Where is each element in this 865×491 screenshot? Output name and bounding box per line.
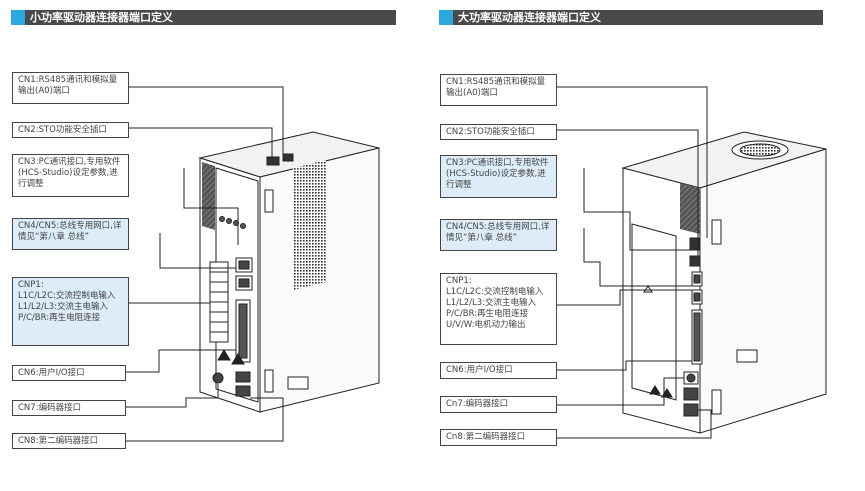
- left-leader-lines: [126, 86, 284, 442]
- right-label-cn6-text: CN6:用户I/O接口: [446, 365, 513, 375]
- left-label-cn4-cn5: CN4/CN5:总线专用网口,详情见“第八章 总线”: [12, 218, 129, 250]
- right-label-cnp1-text: CNP1: L1C/L2C:交流控制电输入 L1/L2/L3:交流主电输入 P/…: [446, 276, 544, 330]
- right-label-cn4-cn5: CN4/CN5:总线专用网口,详情见“第八章 总线”: [440, 219, 557, 251]
- right-leader-lines: [557, 86, 712, 439]
- right-label-cn7-text: Cn7:编码器接口: [446, 399, 509, 409]
- left-label-cn2: CN2:STO功能安全插口: [12, 122, 129, 138]
- left-label-cn4-cn5-text: CN4/CN5:总线专用网口,详情见“第八章 总线”: [18, 221, 122, 242]
- left-label-cn7: CN7:编码器接口: [12, 400, 126, 416]
- left-section-title: 小功率驱动器连接器端口定义: [30, 11, 173, 24]
- right-label-cn7: Cn7:编码器接口: [440, 396, 557, 413]
- right-label-cn8-text: Cn8:第二编码器接口: [446, 432, 526, 442]
- right-label-cn8: Cn8:第二编码器接口: [440, 429, 557, 446]
- left-label-cn1-text: CN1:RS485通讯和模拟量输出(A0)端口: [18, 75, 118, 96]
- left-label-cn7-text: CN7:编码器接口: [18, 403, 82, 413]
- right-label-cn2-text: CN2:STO功能安全插口: [446, 127, 535, 137]
- right-label-cn3: CN3:PC通讯接口,专用软件(HCS-Studio)设定参数,进行调整: [440, 155, 557, 198]
- left-label-cnp1-text: CNP1: L1C/L2C:交流控制电输入 L1/L2/L3:交流主电输入 P/…: [18, 280, 116, 323]
- small-servo-drive: [198, 131, 380, 413]
- left-label-cn1: CN1:RS485通讯和模拟量输出(A0)端口: [12, 72, 129, 104]
- right-label-cn1: CN1:RS485通讯和模拟量输出(A0)端口: [440, 74, 557, 106]
- right-label-cnp1: CNP1: L1C/L2C:交流控制电输入 L1/L2/L3:交流主电输入 P/…: [440, 273, 557, 345]
- right-label-cn2: CN2:STO功能安全插口: [440, 124, 557, 140]
- left-label-cn8: CN8:第二编码器接口: [12, 433, 126, 449]
- right-label-cn4-cn5-text: CN4/CN5:总线专用网口,详情见“第八章 总线”: [446, 222, 550, 243]
- left-label-cnp1: CNP1: L1C/L2C:交流控制电输入 L1/L2/L3:交流主电输入 P/…: [12, 277, 129, 346]
- left-label-cn6: CN6:用户I/O接口: [12, 365, 126, 381]
- large-servo-drive: [621, 131, 827, 434]
- right-label-cn1-text: CN1:RS485通讯和模拟量输出(A0)端口: [446, 77, 546, 98]
- right-label-cn6: CN6:用户I/O接口: [440, 362, 557, 379]
- left-label-cn8-text: CN8:第二编码器接口: [18, 436, 99, 446]
- left-label-cn3: CN3:PC通讯接口,专用软件(HCS-Studio)设定参数,进行调整: [12, 154, 129, 197]
- right-label-cn3-text: CN3:PC通讯接口,专用软件(HCS-Studio)设定参数,进行调整: [446, 158, 549, 190]
- left-label-cn2-text: CN2:STO功能安全插口: [18, 125, 107, 135]
- right-section-title: 大功率驱动器连接器端口定义: [458, 11, 601, 24]
- left-label-cn3-text: CN3:PC通讯接口,专用软件(HCS-Studio)设定参数,进行调整: [18, 157, 121, 189]
- right-section-header: 大功率驱动器连接器端口定义: [439, 10, 823, 25]
- left-header-accent: [11, 10, 25, 25]
- left-section-header: 小功率驱动器连接器端口定义: [11, 10, 396, 25]
- left-label-cn6-text: CN6:用户I/O接口: [18, 368, 85, 378]
- right-header-accent: [439, 10, 453, 25]
